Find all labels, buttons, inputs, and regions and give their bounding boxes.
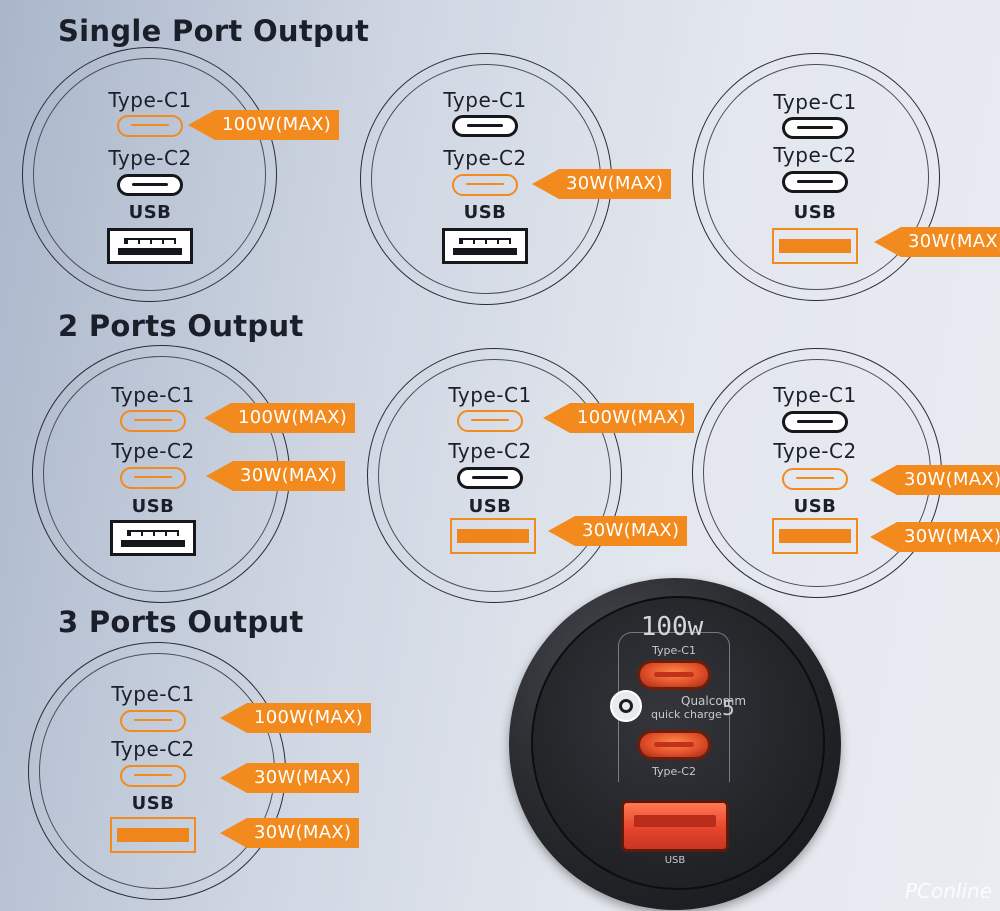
charger-c1-port [637, 660, 711, 690]
port-label-usb: USB [468, 496, 512, 517]
output-tag-usb: 30W(MAX) [870, 522, 1000, 552]
charger-wattage: 100w [640, 612, 704, 642]
output-tag-c2: 30W(MAX) [870, 465, 1000, 495]
output-tag-c2: 30W(MAX) [532, 169, 672, 199]
type-c1-port-icon [117, 115, 183, 137]
port-label-c2: Type-C2 [111, 439, 195, 463]
output-tag-c2: 30W(MAX) [206, 461, 346, 491]
type-c1-port-icon [782, 117, 848, 139]
port-label-c2: Type-C2 [443, 146, 527, 170]
type-c2-port-icon [782, 171, 848, 193]
usb-a-port-icon [772, 228, 858, 264]
type-c2-port-icon [452, 174, 518, 196]
port-label-c1: Type-C1 [111, 383, 195, 407]
output-tag-c1: 100W(MAX) [220, 703, 372, 733]
usb-a-port-icon [442, 228, 528, 264]
type-c2-port-icon [782, 468, 848, 490]
charger-qc-version: 5 [722, 696, 735, 720]
plate-ring [367, 348, 622, 603]
port-label-c2: Type-C2 [448, 439, 532, 463]
port-label-c2: Type-C2 [111, 737, 195, 761]
charger-usb-label: USB [664, 855, 686, 866]
output-tag-usb: 30W(MAX) [220, 818, 360, 848]
port-label-c2: Type-C2 [108, 146, 192, 170]
three-ports-title: 3 Ports Output [58, 605, 304, 639]
charger-c2-label: Type-C2 [652, 765, 696, 778]
port-label-c1: Type-C1 [773, 90, 857, 114]
port-label-c2: Type-C2 [773, 143, 857, 167]
port-label-c1: Type-C1 [108, 88, 192, 112]
output-tag-usb: 30W(MAX) [874, 227, 1000, 257]
charger-c1-label: Type-C1 [652, 644, 696, 657]
port-label-usb: USB [131, 496, 175, 517]
port-label-c1: Type-C1 [773, 383, 857, 407]
port-label-c1: Type-C1 [111, 682, 195, 706]
output-tag-usb: 30W(MAX) [548, 516, 688, 546]
plate-ring-inner [33, 58, 266, 291]
type-c1-port-icon [782, 411, 848, 433]
port-label-usb: USB [463, 202, 507, 223]
port-label-usb: USB [128, 202, 172, 223]
type-c2-port-icon [120, 765, 186, 787]
qualcomm-icon [610, 690, 642, 722]
single-port-title: Single Port Output [58, 14, 370, 48]
usb-a-port-icon [110, 520, 196, 556]
watermark: PConline [904, 879, 992, 903]
plate-ring-inner [378, 359, 611, 592]
plate-ring [692, 53, 940, 301]
plate-ring [22, 47, 277, 302]
type-c1-port-icon [120, 710, 186, 732]
port-label-usb: USB [793, 496, 837, 517]
charger-qualcomm: Qualcomm [681, 694, 747, 708]
type-c1-port-icon [120, 410, 186, 432]
port-label-usb: USB [131, 793, 175, 814]
two-ports-title: 2 Ports Output [58, 309, 304, 343]
port-label-c1: Type-C1 [443, 88, 527, 112]
output-tag-c2: 30W(MAX) [220, 763, 360, 793]
output-tag-c1: 100W(MAX) [188, 110, 340, 140]
charger-usb-port [621, 800, 729, 852]
port-label-usb: USB [793, 202, 837, 223]
usb-a-port-icon [450, 518, 536, 554]
port-label-c1: Type-C1 [448, 383, 532, 407]
output-tag-c1: 100W(MAX) [543, 403, 695, 433]
charger-quick-charge: quick charge [651, 708, 722, 721]
type-c2-port-icon [120, 467, 186, 489]
usb-a-port-icon [772, 518, 858, 554]
output-tag-c1: 100W(MAX) [204, 403, 356, 433]
type-c2-port-icon [457, 467, 523, 489]
charger-c2-port [637, 730, 711, 760]
type-c1-port-icon [457, 410, 523, 432]
type-c2-port-icon [117, 174, 183, 196]
plate-ring-inner [703, 64, 929, 290]
port-label-c2: Type-C2 [773, 439, 857, 463]
usb-a-port-icon [107, 228, 193, 264]
type-c1-port-icon [452, 115, 518, 137]
usb-a-port-icon [110, 817, 196, 853]
